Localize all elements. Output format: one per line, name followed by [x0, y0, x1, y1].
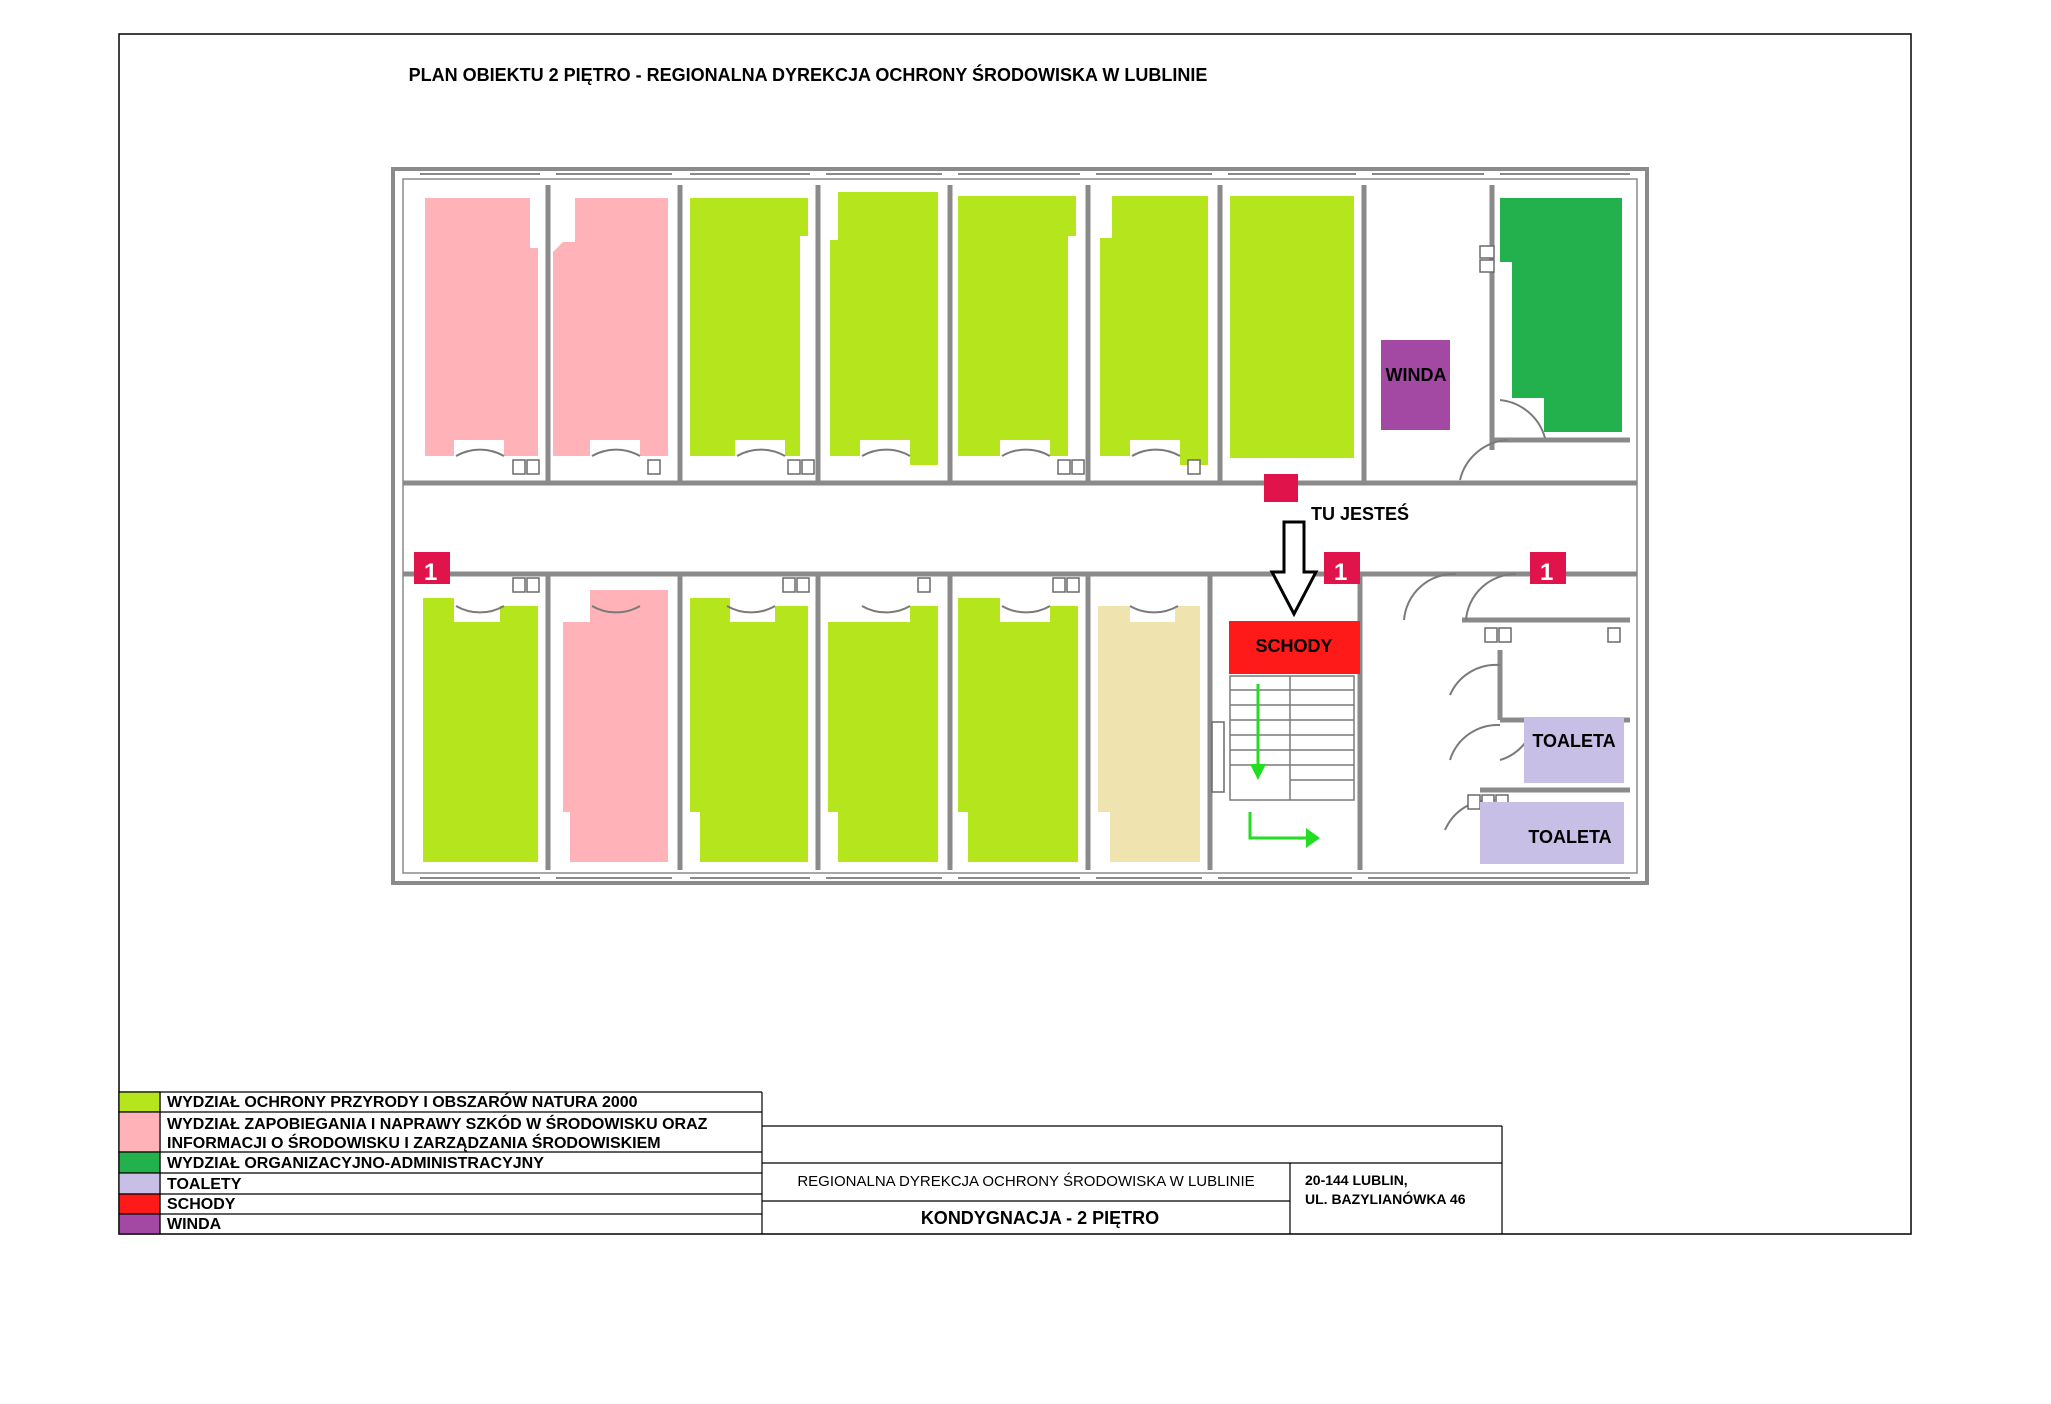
- stairs-label: SCHODY: [1255, 636, 1332, 656]
- legend-swatch-winda: [118, 1213, 161, 1235]
- legend: [118, 1091, 763, 1235]
- room-natura: [1100, 196, 1208, 465]
- elevator-area: [1381, 340, 1450, 430]
- toilet-label-2: TOALETA: [1528, 827, 1611, 847]
- stairwell: [1229, 675, 1355, 801]
- you-are-here-label: TU JESTEŚ: [1311, 503, 1409, 524]
- svg-text:1: 1: [1540, 559, 1553, 586]
- fire-extinguisher-icon: [1264, 474, 1298, 502]
- drawing-frame: [118, 33, 1912, 1235]
- rooms-top-row: [425, 192, 1622, 465]
- title-block-institution: REGIONALNA DYREKCJA OCHRONY ŚRODOWISKA W…: [797, 1172, 1254, 1190]
- legend-label-admin: WYDZIAŁ ORGANIZACYJNO-ADMINISTRACYJNY: [167, 1155, 544, 1172]
- you-are-here-arrow-icon: [1269, 520, 1319, 618]
- legend-label-szkody-2: INFORMACJI O ŚRODOWISKU I ZARZĄDZANIA ŚR…: [167, 1133, 661, 1152]
- title-block-address-2: UL. BAZYLIANÓWKA 46: [1305, 1190, 1466, 1207]
- legend-swatch-admin: [118, 1151, 161, 1174]
- legend-labels: WYDZIAŁ OCHRONY PRZYRODY I OBSZARÓW NATU…: [167, 1092, 708, 1233]
- toilet-room-2: [1480, 802, 1624, 864]
- room-natura: [690, 598, 808, 862]
- room-szkody: [563, 590, 668, 862]
- room-natura: [1230, 196, 1354, 458]
- legend-swatch-schody: [118, 1193, 161, 1215]
- title-block-address-1: 20-144 LUBLIN,: [1305, 1172, 1408, 1188]
- building-outline: [391, 167, 1649, 885]
- plan-title: PLAN OBIEKTU 2 PIĘTRO - REGIONALNA DYREK…: [409, 64, 1208, 85]
- fire-extinguisher-icon: 1: [1324, 552, 1360, 586]
- legend-swatch-toalety: [118, 1172, 161, 1195]
- stairs-area: [1229, 621, 1360, 674]
- room-natura: [828, 606, 938, 862]
- room-natura: [958, 196, 1076, 456]
- svg-text:1: 1: [424, 559, 437, 586]
- legend-label-szkody-1: WYDZIAŁ ZAPOBIEGANIA I NAPRAWY SZKÓD W Ś…: [167, 1114, 708, 1133]
- room-natura: [423, 598, 538, 862]
- title-block-level: KONDYGNACJA - 2 PIĘTRO: [921, 1208, 1159, 1228]
- legend-label-natura: WYDZIAŁ OCHRONY PRZYRODY I OBSZARÓW NATU…: [167, 1092, 638, 1111]
- room-other: [1098, 606, 1200, 862]
- legend-swatch-natura: [118, 1091, 161, 1113]
- room-natura: [958, 598, 1078, 862]
- legend-label-toalety: TOALETY: [167, 1176, 242, 1193]
- legend-label-schody: SCHODY: [167, 1196, 236, 1213]
- room-admin: [1500, 198, 1622, 432]
- exit-path-arrow: [1248, 684, 1320, 848]
- room-natura: [690, 198, 808, 456]
- title-block: [762, 1125, 1503, 1234]
- fire-extinguisher-icon: 1: [414, 552, 450, 586]
- toilet-room-1: [1524, 718, 1624, 783]
- legend-swatch-szkody: [118, 1111, 161, 1153]
- room-natura: [830, 192, 938, 465]
- room-szkody: [425, 198, 538, 456]
- elevator-label: WINDA: [1386, 365, 1447, 385]
- toilet-label-1: TOALETA: [1532, 731, 1615, 751]
- room-szkody: [553, 198, 668, 456]
- legend-label-winda: WINDA: [167, 1216, 222, 1233]
- rooms-bottom-row: [423, 590, 1200, 862]
- svg-text:1: 1: [1334, 559, 1347, 586]
- fire-extinguisher-icon: 1: [1530, 552, 1566, 586]
